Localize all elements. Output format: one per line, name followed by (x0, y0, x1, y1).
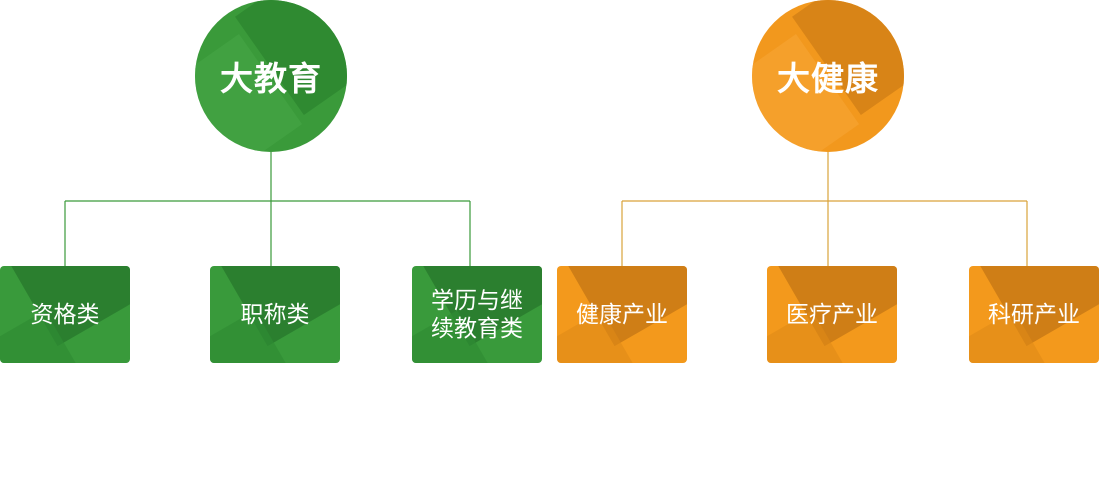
child-node-label: 职称类 (240, 301, 310, 328)
child-node-label: 医疗产业 (786, 301, 878, 328)
child-node-qualification: 资格类 (0, 266, 130, 363)
child-node-professional-title: 职称类 (210, 266, 340, 363)
root-node-education: 大教育 (195, 0, 347, 152)
child-node-medical-industry: 医疗产业 (767, 266, 897, 363)
child-node-academic-education: 学历与继 续教育类 (412, 266, 542, 363)
child-node-label: 健康产业 (576, 301, 668, 328)
child-node-label: 学历与继 续教育类 (431, 287, 523, 342)
root-node-label: 大健康 (777, 59, 879, 98)
child-node-label: 资格类 (30, 301, 100, 328)
root-node-health: 大健康 (752, 0, 904, 152)
root-node-label: 大教育 (220, 59, 322, 98)
child-node-label: 科研产业 (988, 301, 1080, 328)
child-node-health-industry: 健康产业 (557, 266, 687, 363)
child-node-research-industry: 科研产业 (969, 266, 1099, 363)
